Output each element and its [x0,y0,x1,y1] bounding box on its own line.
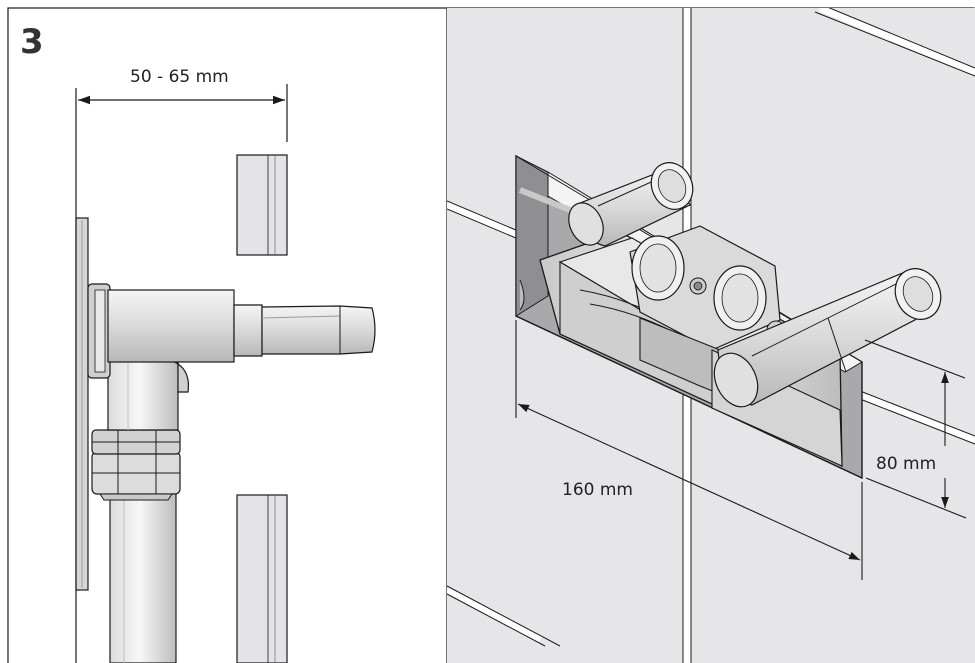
lower-tile-section [236,494,288,663]
tailpiece-collar [233,304,263,357]
height-dimension-label: 80 mm [876,454,936,474]
step-number: 3 [20,22,44,62]
depth-dimension-label: 50 - 65 mm [130,67,229,87]
width-dimension-arrow [517,403,861,561]
right-panel [447,8,975,663]
upper-tailpiece [568,162,694,247]
compression-nut [91,451,181,501]
width-dimension-label: 160 mm [562,480,633,500]
left-panel: 3 50 - 65 mm [20,22,376,663]
tailpiece [261,305,376,355]
connection-body [107,289,235,363]
supply-pipe [109,489,177,663]
upper-tile-section [236,154,288,256]
coupling-nut [91,429,181,455]
